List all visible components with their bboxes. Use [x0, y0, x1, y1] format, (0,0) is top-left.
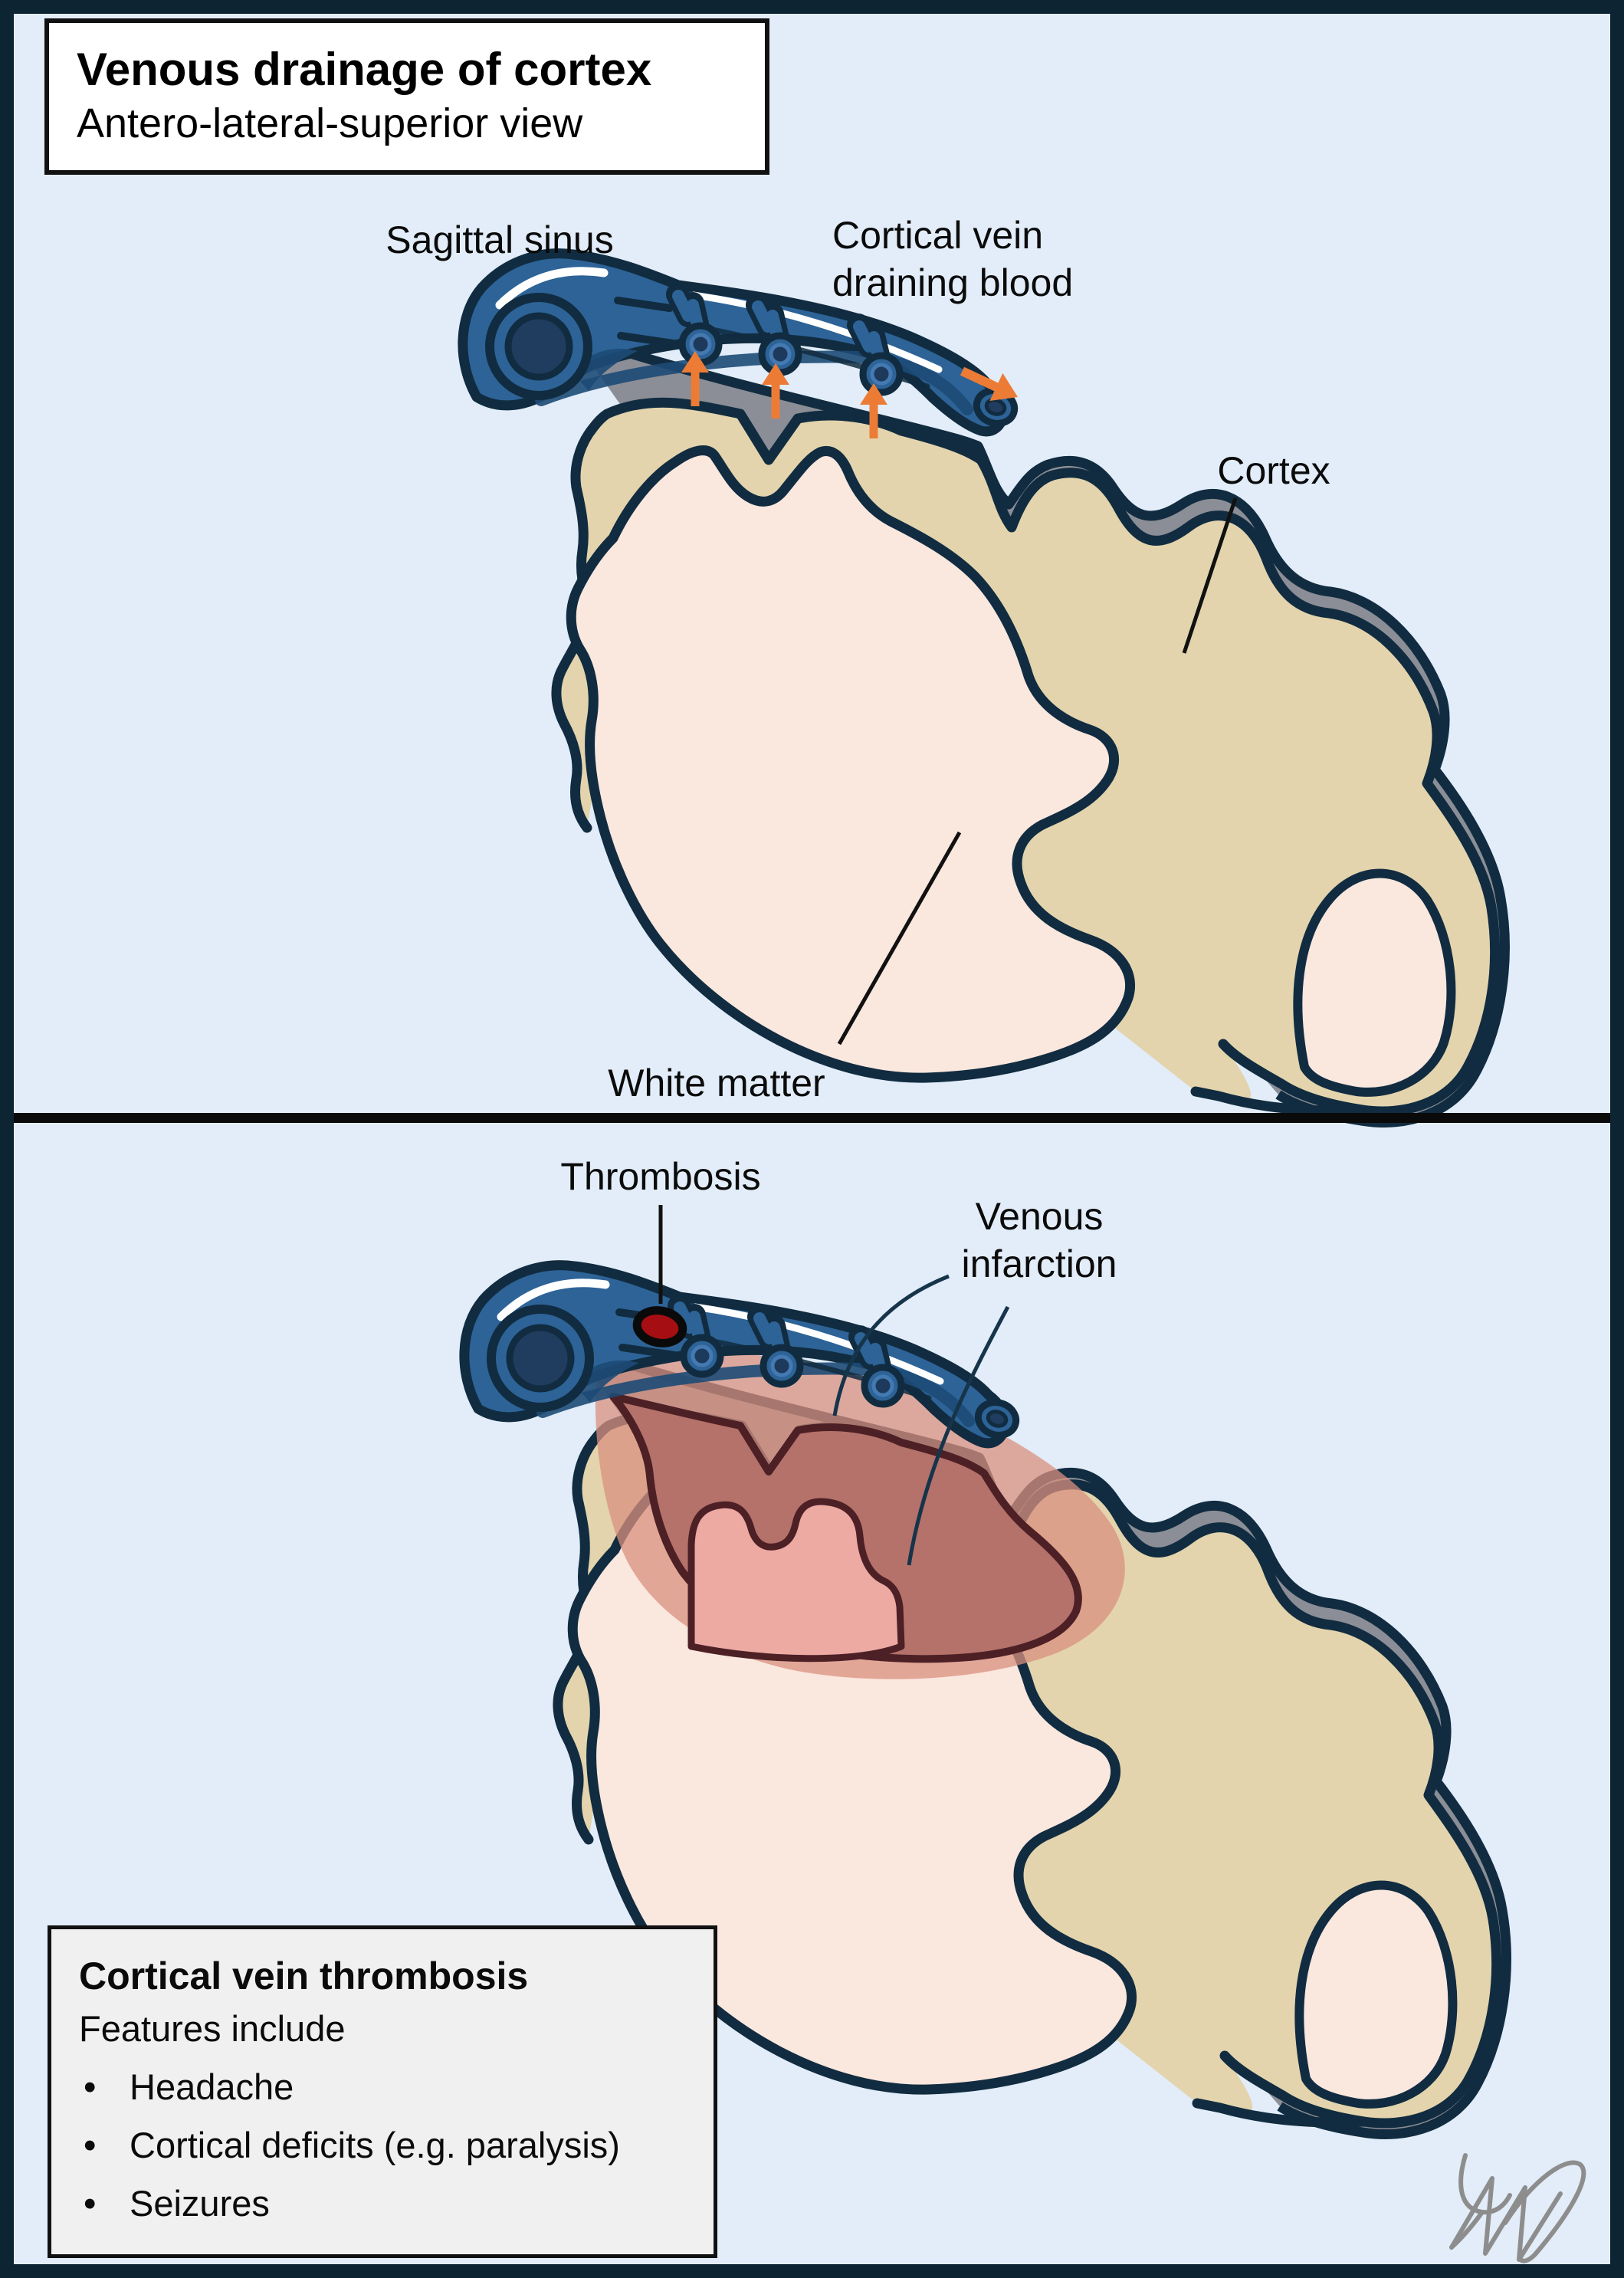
infarction-leader-line [832, 1274, 950, 1416]
page-subtitle: Antero-lateral-superior view [77, 100, 583, 146]
label-sagittal-sinus: Sagittal sinus [385, 218, 614, 261]
label-white-matter: White matter [608, 1062, 825, 1105]
cortex-leader-line [1182, 497, 1238, 654]
panel-thrombosis [464, 1205, 1586, 2263]
infarction-leader-line [907, 1305, 1010, 1566]
panel-divider [0, 1113, 1624, 1123]
bullet-icon: • [84, 2125, 97, 2165]
panel-normal-drainage [463, 254, 1505, 1123]
flow-arrow-icon [960, 366, 1018, 402]
feature-item: • Cortical deficits (e.g. paralysis) [79, 2121, 686, 2170]
feature-item: • Seizures [79, 2179, 686, 2228]
bullet-icon: • [84, 2183, 97, 2224]
label-cortical-vein: Cortical vein draining blood [832, 214, 1074, 304]
infarct-white-matter-shape [687, 1498, 905, 1663]
page-title: Venous drainage of cortex [77, 44, 652, 95]
signature-icon [1449, 2153, 1586, 2263]
bullet-icon: • [84, 2066, 97, 2107]
features-box: Cortical vein thrombosis Features includ… [48, 1925, 717, 2258]
title-box: Venous drainage of cortex Antero-lateral… [44, 18, 769, 175]
label-thrombosis: Thrombosis [560, 1155, 761, 1198]
white-matter-leader-line [837, 831, 962, 1045]
feature-item: • Headache [79, 2063, 686, 2112]
thrombus-shape [632, 1306, 687, 1347]
label-cortex: Cortex [1217, 449, 1330, 492]
label-venous-infarction: Venous infarction [961, 1195, 1117, 1285]
features-box-subtitle: Features include [79, 2008, 346, 2049]
features-box-title: Cortical vein thrombosis [79, 1955, 529, 1997]
